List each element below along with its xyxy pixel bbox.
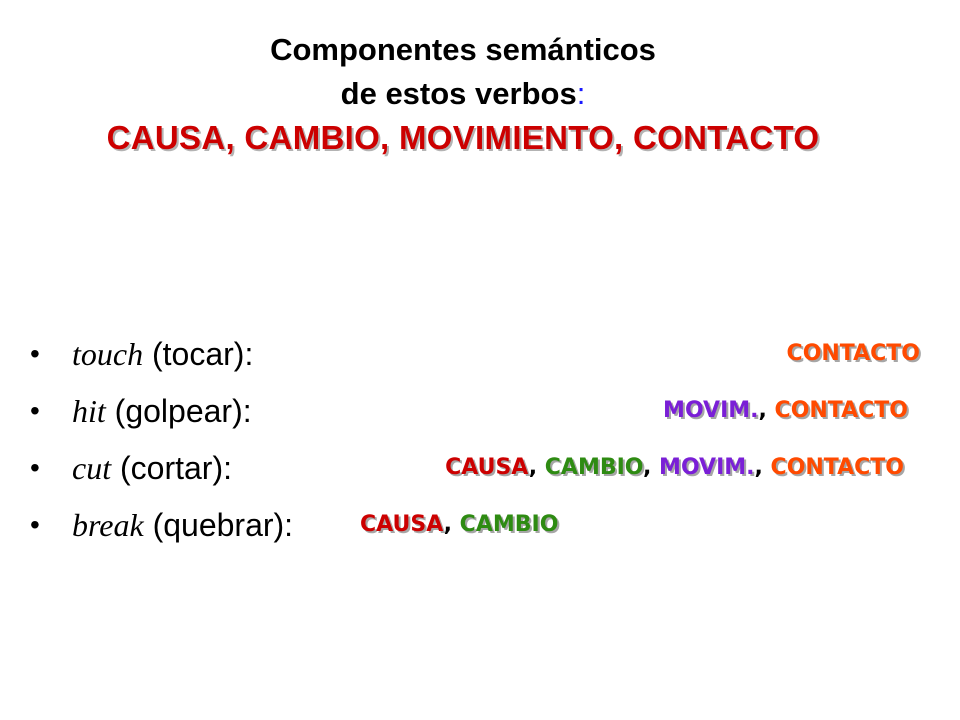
feature-separator: , — [443, 512, 452, 537]
feature-causa: CAUSA — [445, 455, 529, 480]
feature-contacto: CONTACTO — [774, 398, 908, 423]
bullet-icon: • — [30, 509, 40, 540]
feature-separator: , — [643, 455, 652, 480]
bullet-icon: • — [30, 338, 40, 369]
gloss-touch: (tocar): — [143, 336, 254, 372]
title-colon: : — [576, 76, 586, 111]
verb-break: break — [72, 507, 144, 543]
verb-touch: touch — [72, 336, 144, 372]
verb-cut: cut — [72, 450, 112, 486]
title-line-1: Componentes semánticos — [270, 32, 656, 67]
list-item-cut: • cut (cortar): CAUSA, CAMBIO, MOVIM., CO… — [30, 444, 930, 501]
feature-contacto: CONTACTO — [770, 455, 904, 480]
feature-causa: CAUSA — [360, 512, 444, 537]
features-break: CAUSA, CAMBIO — [360, 505, 558, 545]
verb-hit: hit — [72, 393, 106, 429]
title-concepts: CAUSA, CAMBIO, MOVIMIENTO, CONTACTO — [106, 119, 820, 156]
feature-separator: , — [754, 455, 763, 480]
gloss-hit: (golpear): — [105, 393, 252, 429]
feature-movim: MOVIM. — [663, 398, 759, 423]
feature-movim: MOVIM. — [659, 455, 755, 480]
list-item-hit: • hit (golpear): MOVIM., CONTACTO — [30, 387, 930, 444]
list-item-touch: • touch (tocar): CONTACTO — [30, 330, 930, 387]
list-item-break: • break (quebrar): CAUSA, CAMBIO — [30, 501, 930, 558]
bullet-icon: • — [30, 452, 40, 483]
features-touch: CONTACTO — [787, 334, 920, 374]
features-hit: MOVIM., CONTACTO — [663, 391, 908, 431]
feature-cambio: CAMBIO — [544, 455, 644, 480]
verb-list: • touch (tocar): CONTACTO • hit (golpear):… — [30, 330, 930, 558]
feature-cambio: CAMBIO — [459, 512, 559, 537]
slide-title: Componentes semánticos de estos verbos: … — [0, 28, 926, 160]
feature-contacto: CONTACTO — [786, 341, 920, 366]
gloss-cut: (cortar): — [111, 450, 232, 486]
bullet-icon: • — [30, 395, 40, 426]
title-line-2-text: de estos verbos — [340, 76, 577, 111]
feature-separator: , — [528, 455, 538, 480]
features-cut: CAUSA, CAMBIO, MOVIM., CONTACTO — [445, 448, 904, 488]
gloss-break: (quebrar): — [143, 507, 294, 543]
feature-separator: , — [758, 398, 767, 423]
title-line-2: de estos verbos: — [0, 72, 926, 116]
